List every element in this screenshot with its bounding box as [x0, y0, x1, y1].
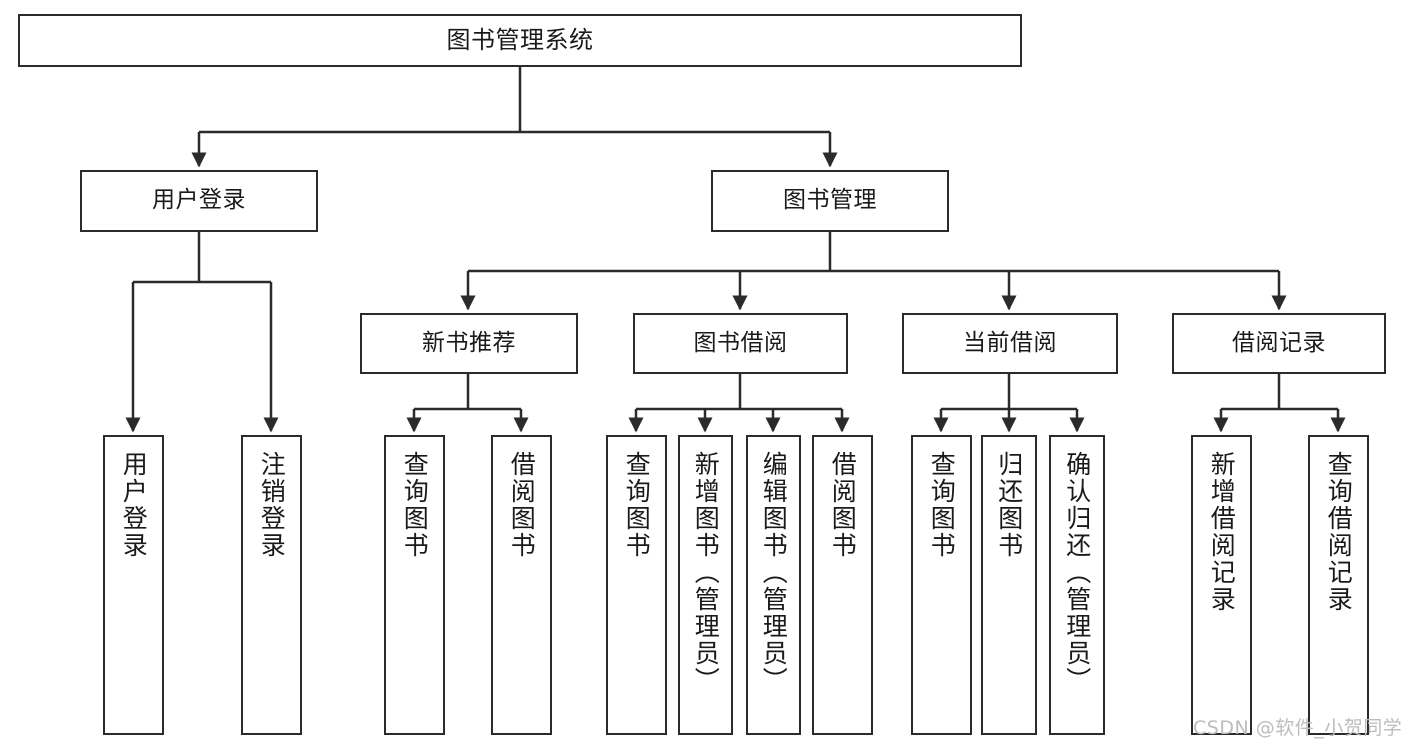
node-leaf-newbook-query-book-label: 查询图书	[400, 451, 430, 559]
node-leaf-current-query-book-label: 查询图书	[927, 451, 957, 559]
node-current-borrow-label: 当前借阅	[963, 329, 1057, 356]
node-leaf-user-login-label: 用户登录	[119, 451, 149, 559]
node-book-borrow[interactable]: 图书借阅	[633, 313, 848, 374]
node-new-book-recommend[interactable]: 新书推荐	[360, 313, 578, 374]
node-book-borrow-label: 图书借阅	[693, 329, 788, 356]
node-new-book-recommend-label: 新书推荐	[422, 329, 516, 356]
node-leaf-borrow-add-book-label: 新增图书（管理员）	[691, 451, 721, 694]
node-root-system-label: 图书管理系统	[446, 26, 594, 55]
node-leaf-borrow-query-book[interactable]: 查询图书	[606, 435, 667, 735]
node-leaf-user-logout[interactable]: 注销登录	[241, 435, 302, 735]
node-leaf-borrow-edit-book[interactable]: 编辑图书（管理员）	[746, 435, 801, 735]
node-leaf-current-return-book[interactable]: 归还图书	[981, 435, 1037, 735]
node-leaf-current-confirm-return-label: 确认归还（管理员）	[1062, 451, 1092, 694]
node-leaf-newbook-query-book[interactable]: 查询图书	[384, 435, 445, 735]
node-leaf-user-login[interactable]: 用户登录	[103, 435, 164, 735]
node-leaf-record-query-record-label: 查询借阅记录	[1324, 451, 1354, 613]
node-borrow-record-label: 借阅记录	[1232, 329, 1326, 356]
node-borrow-record[interactable]: 借阅记录	[1172, 313, 1386, 374]
node-current-borrow[interactable]: 当前借阅	[902, 313, 1118, 374]
node-leaf-record-add-record-label: 新增借阅记录	[1207, 451, 1237, 613]
node-leaf-current-query-book[interactable]: 查询图书	[911, 435, 972, 735]
node-leaf-borrow-add-book[interactable]: 新增图书（管理员）	[678, 435, 733, 735]
node-book-management-label: 图书管理	[783, 187, 877, 214]
node-book-management[interactable]: 图书管理	[711, 170, 949, 232]
node-leaf-record-add-record[interactable]: 新增借阅记录	[1191, 435, 1252, 735]
node-leaf-current-confirm-return[interactable]: 确认归还（管理员）	[1049, 435, 1105, 735]
node-leaf-borrow-lend-book[interactable]: 借阅图书	[812, 435, 873, 735]
csdn-watermark: CSDN @软件_小贺同学	[1193, 717, 1403, 739]
node-leaf-newbook-borrow-book-label: 借阅图书	[507, 451, 537, 559]
node-leaf-record-query-record[interactable]: 查询借阅记录	[1308, 435, 1369, 735]
node-leaf-newbook-borrow-book[interactable]: 借阅图书	[491, 435, 552, 735]
node-leaf-borrow-lend-book-label: 借阅图书	[828, 451, 858, 559]
node-root-system[interactable]: 图书管理系统	[18, 14, 1022, 67]
node-user-login[interactable]: 用户登录	[80, 170, 318, 232]
node-leaf-borrow-edit-book-label: 编辑图书（管理员）	[759, 451, 789, 694]
node-leaf-borrow-query-book-label: 查询图书	[622, 451, 652, 559]
node-leaf-user-logout-label: 注销登录	[257, 451, 287, 559]
node-leaf-current-return-book-label: 归还图书	[994, 451, 1024, 559]
node-user-login-label: 用户登录	[152, 187, 246, 214]
